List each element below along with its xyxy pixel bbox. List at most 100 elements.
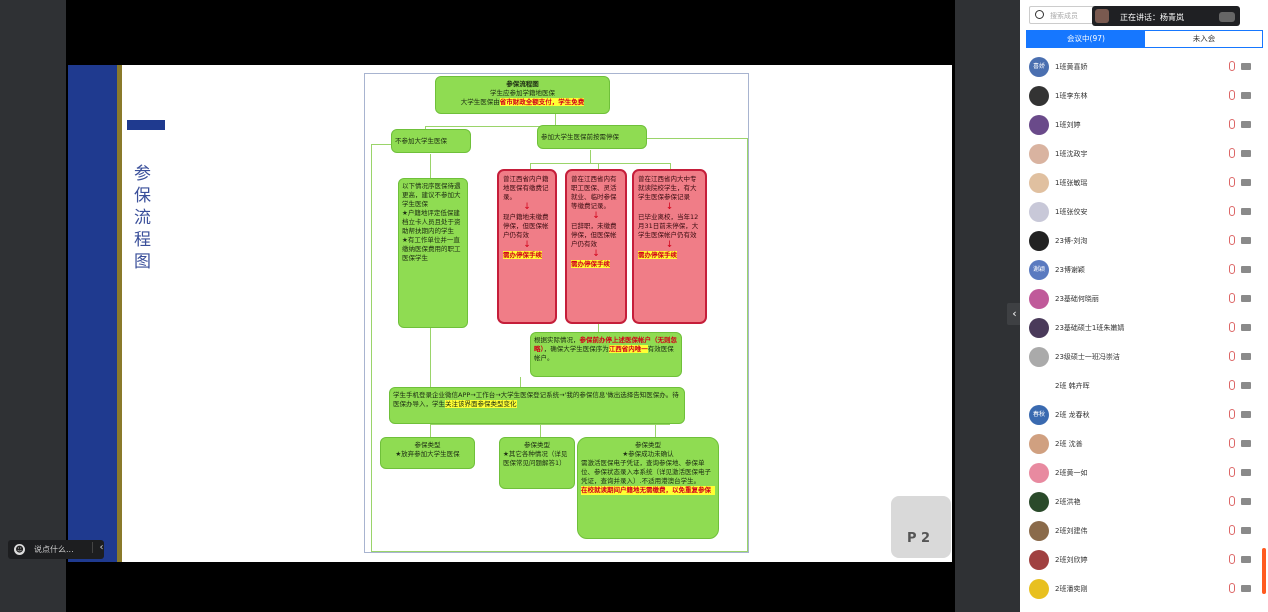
avatar: [1029, 231, 1049, 251]
red-case-1-result: 现户籍地未缴费停保，但医保帐户仍有效: [503, 213, 549, 239]
mic-muted-icon: [1229, 380, 1235, 390]
participant-row[interactable]: 23级硕士一班冯崇洁: [1029, 345, 1259, 369]
no-join-detail-box: 以下情况序医保待遇更高，建议不参加大学生医保 ★户籍地评定低保建档立卡人员且处于…: [398, 178, 468, 328]
participant-row[interactable]: 1班张敏瑶: [1029, 171, 1259, 195]
emoji-icon[interactable]: ☻: [14, 544, 25, 555]
mic-muted-icon: [1229, 148, 1235, 158]
camera-off-icon: [1241, 324, 1251, 331]
scroll-indicator[interactable]: [1262, 548, 1266, 594]
merge-text-e: 有效医保帐户。: [534, 345, 674, 362]
participant-row[interactable]: 1班张佼安: [1029, 200, 1259, 224]
participant-row[interactable]: 2班潘奕刚: [1029, 577, 1259, 601]
mic-muted-icon: [1229, 438, 1235, 448]
red-case-1: 曾江西省内户籍地医保有缴费记录。 ↓ 现户籍地未缴费停保，但医保帐户仍有效 ↓ …: [497, 169, 557, 324]
avatar: [1029, 202, 1049, 222]
mic-muted-icon: [1229, 496, 1235, 506]
camera-off-icon: [1241, 121, 1251, 128]
participant-row[interactable]: 2班黄一如: [1029, 461, 1259, 485]
participant-name: 2班洪艳: [1055, 498, 1081, 506]
camera-off-icon: [1241, 266, 1251, 273]
slide-title: 参保流程图: [134, 164, 151, 272]
app-box: 学生手机登录企业微信APP→工作台→大学生医保登记系统→'我的参保信息'做出选择…: [389, 387, 685, 424]
type2-box: 参保类型 ★其它各种情况（详见医保常见问题解答1）: [499, 437, 575, 489]
mic-muted-icon: [1229, 293, 1235, 303]
red-case-2: 曾在江西省内有职工医保、灵活就业、临时参保等缴费记录。 ↓ 已辞职，未缴费停保，…: [565, 169, 627, 324]
type3-box: 参保类型 ★参保成功未确认 需激活医保电子凭证，查询参保地、参保单位、参保状态录…: [577, 437, 719, 539]
mic-muted-icon: [1229, 235, 1235, 245]
mic-muted-icon: [1229, 322, 1235, 332]
red-case-2-text: 曾在江西省内有职工医保、灵活就业、临时参保等缴费记录。: [571, 175, 617, 210]
participant-row[interactable]: 1班沈政宇: [1029, 142, 1259, 166]
tab-in-meeting[interactable]: 会议中(97): [1027, 31, 1145, 47]
mic-muted-icon: [1229, 554, 1235, 564]
flow-start-line1: 学生应参加学籍地医保: [490, 89, 555, 97]
participant-row[interactable]: 23基础硕士1班朱嫩婧: [1029, 316, 1259, 340]
red-case-2-action: 需办停保手续: [571, 260, 610, 268]
mic-muted-icon: [1229, 525, 1235, 535]
camera-off-icon: [1241, 585, 1251, 592]
panel-toggle-button[interactable]: ‹: [1007, 303, 1022, 325]
merge-text-b: 参保前办停上述医保帐户（无则忽略）: [534, 336, 677, 353]
speaker-label: 正在讲话：杨青岚: [1120, 13, 1184, 22]
avatar: [1029, 86, 1049, 106]
participant-tabs: 会议中(97) 未入会: [1026, 30, 1263, 48]
type3-subtitle: ★参保成功未确认: [622, 450, 674, 458]
tab-not-joined[interactable]: 未入会: [1192, 34, 1216, 43]
participant-name: 2班 沈善: [1055, 440, 1083, 448]
arrow-down-icon: ↓: [665, 240, 674, 250]
camera-off-icon: [1241, 92, 1251, 99]
participant-name: 1班沈政宇: [1055, 150, 1088, 158]
type3-body: 需激活医保电子凭证，查询参保地、参保单位、参保状态录入本系统（详见激活医保电子凭…: [581, 459, 711, 485]
arrow-down-icon: ↓: [665, 202, 674, 212]
comment-input[interactable]: 说点什么...: [34, 545, 74, 554]
merge-text-a: 根据实际情况，: [534, 336, 580, 344]
search-icon: [1035, 10, 1044, 19]
avatar: [1029, 434, 1049, 454]
shared-slide: 参保流程图 参保流程图: [68, 65, 952, 562]
participant-row[interactable]: 2班刘欣婷: [1029, 548, 1259, 572]
type2-body: ★其它各种情况（详见医保常见问题解答1）: [503, 450, 568, 467]
mic-muted-icon: [1229, 467, 1235, 477]
red-case-3-text: 曾在江西省内大中专就读院校学生，有大学生医保参保记录: [638, 175, 697, 201]
red-case-1-text: 曾江西省内户籍地医保有缴费记录。: [503, 175, 549, 201]
avatar: 春秋: [1029, 405, 1049, 425]
participant-name: 23基础何晓丽: [1055, 295, 1099, 303]
participant-row[interactable]: 1班刘婷: [1029, 113, 1259, 137]
participant-name: 2班 韩卉晖: [1055, 382, 1090, 390]
collapse-chevron-icon[interactable]: ‹: [92, 542, 110, 553]
avatar: [1029, 115, 1049, 135]
mic-muted-icon: [1229, 90, 1235, 100]
merge-text-c: ，确保大学生医保序为: [543, 345, 609, 353]
comment-box[interactable]: ☻ 说点什么... ‹: [8, 540, 104, 559]
participant-row[interactable]: 2班洪艳: [1029, 490, 1259, 514]
speaking-indicator: 正在讲话：杨青岚: [1092, 6, 1240, 26]
camera-off-icon: [1241, 179, 1251, 186]
type1-title: 参保类型: [414, 441, 441, 449]
camera-off-icon: [1241, 150, 1251, 157]
camera-off-icon: [1241, 353, 1251, 360]
merge-box: 根据实际情况，参保前办停上述医保帐户（无则忽略），确保大学生医保序为江西省内唯一…: [530, 332, 682, 377]
participant-row[interactable]: 2班刘建伟: [1029, 519, 1259, 543]
mic-muted-icon: [1229, 177, 1235, 187]
participant-name: 23博-刘洵: [1055, 237, 1088, 245]
flow-start-highlight: 省市财政全额支付，学生免费: [499, 98, 585, 106]
merge-text-d: 江西省内唯一: [608, 345, 648, 353]
participant-row[interactable]: 2班 韩卉晖: [1029, 374, 1259, 398]
participant-row[interactable]: 23基础何晓丽: [1029, 287, 1259, 311]
participant-row[interactable]: 2班 沈善: [1029, 432, 1259, 456]
camera-off-icon: [1241, 469, 1251, 476]
participant-row[interactable]: 23博-刘洵: [1029, 229, 1259, 253]
mic-muted-icon: [1229, 119, 1235, 129]
speaker-video-icon: [1219, 12, 1235, 22]
camera-off-icon: [1241, 63, 1251, 70]
type1-body: ★放弃参加大学生医保: [395, 450, 460, 458]
flow-start-line2a: 大学生医保由: [460, 98, 500, 106]
participant-row[interactable]: 1班李东林: [1029, 84, 1259, 108]
slide-blue-stripe: [68, 65, 117, 562]
mic-muted-icon: [1229, 61, 1235, 71]
participant-name: 1班刘婷: [1055, 121, 1081, 129]
camera-off-icon: [1241, 295, 1251, 302]
